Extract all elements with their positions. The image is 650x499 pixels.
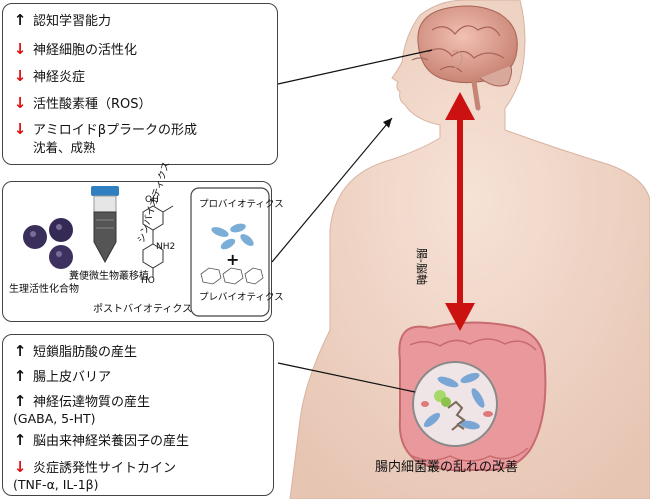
gut-effect-2: ↑腸上皮バリア (13, 367, 112, 385)
connector-bottom (277, 362, 416, 393)
chem-label-oh: OH (145, 195, 159, 205)
brain-illustration (417, 5, 518, 111)
chemical-structure-icon (142, 205, 174, 278)
interventions-illustration (23, 186, 270, 317)
arrow-down-icon: ↓ (13, 94, 27, 112)
gut-brain-axis-label: 腸-脳軸 (415, 248, 428, 285)
gut-effect-1: ↑短鎖脂肪酸の産生 (13, 342, 138, 360)
body-silhouette (289, 0, 650, 499)
eye (411, 57, 429, 61)
arrow-up-icon: ↑ (13, 367, 27, 385)
brain-effect-5-line2: 沈着、成熟 (33, 140, 96, 155)
brain-effects-box: ↑認知学習能力 ↓神経細胞の活性化 ↓神経炎症 ↓活性酸素種（ROS） ↓アミロ… (2, 3, 278, 165)
arrow-down-icon: ↓ (13, 458, 27, 476)
arrow-up-icon: ↑ (13, 342, 27, 360)
arrow-down-icon: ↓ (13, 40, 27, 58)
arrow-down-icon: ↓ (13, 67, 27, 85)
brain-effect-2: ↓神経細胞の活性化 (13, 40, 138, 58)
dysbiosis-improvement-label: 腸内細菌叢の乱れの改善 (375, 460, 519, 475)
ear (451, 50, 463, 69)
prebiotics-label: プレバイオティクス (199, 292, 284, 303)
bioactive-compounds-label: 生理活性化合物 (9, 284, 79, 295)
brain-effect-4: ↓活性酸素種（ROS） (13, 94, 152, 112)
magnified-microbiota (412, 361, 498, 447)
brain-effect-1: ↑認知学習能力 (13, 11, 112, 29)
prebiotic-sugar-icon (200, 267, 264, 285)
gut-effect-5: ↓炎症誘発性サイトカイン (13, 458, 177, 476)
interventions-box: OH NH2 HO 生理活性化合物 糞便微生物叢移植 ポストバイオティクス シン… (2, 160, 284, 322)
synbiotics-box (190, 187, 270, 317)
sample-tube-icon (91, 186, 119, 264)
gut-brain-axis-arrow (445, 92, 475, 331)
probiotic-bacteria-icon (211, 223, 254, 250)
brain-effect-3: ↓神経炎症 (13, 67, 86, 85)
arrow-up-icon: ↑ (13, 431, 27, 449)
blueberry-icon (23, 218, 73, 269)
brain-effect-5: ↓アミロイドβプラークの形成 (13, 120, 198, 138)
gut-effect-5-line2: (TNF-α, IL-1β) (13, 477, 99, 492)
chem-label-nh2: NH2 (156, 242, 176, 252)
gut-effect-4: ↑脳由来神経栄養因子の産生 (13, 431, 190, 449)
gut-effect-3-line2: (GABA, 5-HT) (13, 411, 96, 426)
probiotics-label: プロバイオティクス (199, 199, 284, 210)
plus-sign: + (226, 250, 240, 269)
arrow-up-icon: ↑ (13, 11, 27, 29)
chem-label-ho: HO (141, 276, 155, 286)
connector-middle (271, 117, 393, 263)
gut-effect-3: ↑神経伝達物質の産生 (13, 392, 151, 410)
arrow-up-icon: ↑ (13, 392, 27, 410)
arrow-down-icon: ↓ (13, 120, 27, 138)
connector-top (277, 49, 433, 85)
gut-effects-box: ↑短鎖脂肪酸の産生 ↑腸上皮バリア ↑神経伝達物質の産生 (GABA, 5-HT… (2, 334, 274, 496)
fmt-label: 糞便微生物叢移植 (69, 271, 149, 282)
postbiotics-label: ポストバイオティクス (93, 304, 193, 315)
